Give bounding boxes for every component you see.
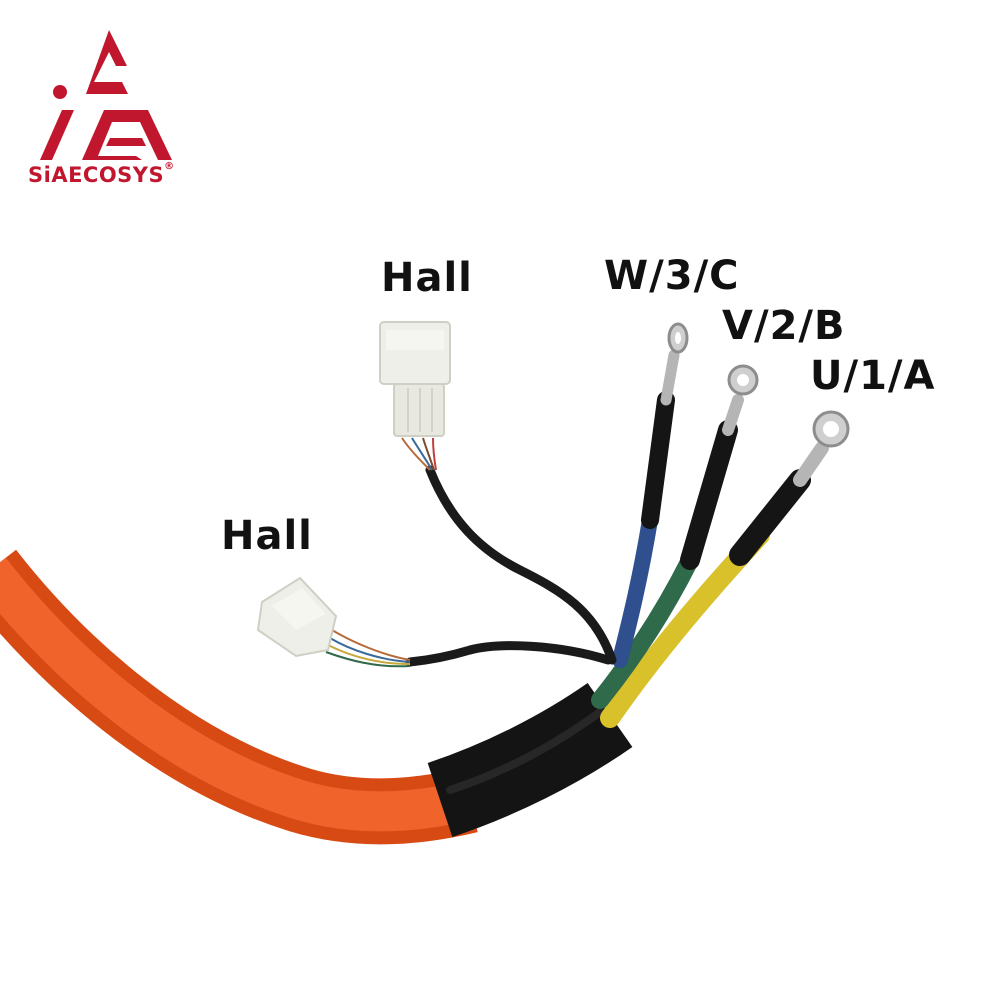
siaecosys-logo (40, 30, 172, 160)
heat-shrink-sleeve (427, 682, 633, 837)
wire-v (591, 551, 699, 709)
label-hall-left: Hall (221, 513, 313, 559)
hall-connector-top (379, 321, 451, 437)
ring-terminal-u (812, 410, 850, 448)
main-cable-highlight (0, 557, 475, 832)
label-hall-top: Hall (381, 255, 473, 301)
label-phase-u: U/1/A (810, 353, 936, 399)
hall-cable-left (405, 641, 613, 667)
hall-cable-top (425, 465, 617, 665)
label-phase-w: W/3/C (604, 253, 740, 299)
wire-v-sleeve (680, 420, 738, 570)
ring-terminal-w (667, 322, 689, 354)
wire-w (612, 512, 658, 668)
ring-terminal-v (727, 364, 759, 396)
hall-connector-left (256, 576, 338, 658)
hall-wires-left (325, 629, 411, 668)
label-phase-v: V/2/B (722, 303, 846, 349)
hall-wires-top (401, 437, 437, 471)
wire-w-sleeve (641, 391, 675, 529)
logo-wordmark: SiAECOSYS® (28, 161, 175, 187)
logo-brand-name: SiAECOSYS (28, 163, 165, 187)
registered-mark: ® (164, 161, 175, 172)
wire-u-sleeve (729, 469, 811, 566)
